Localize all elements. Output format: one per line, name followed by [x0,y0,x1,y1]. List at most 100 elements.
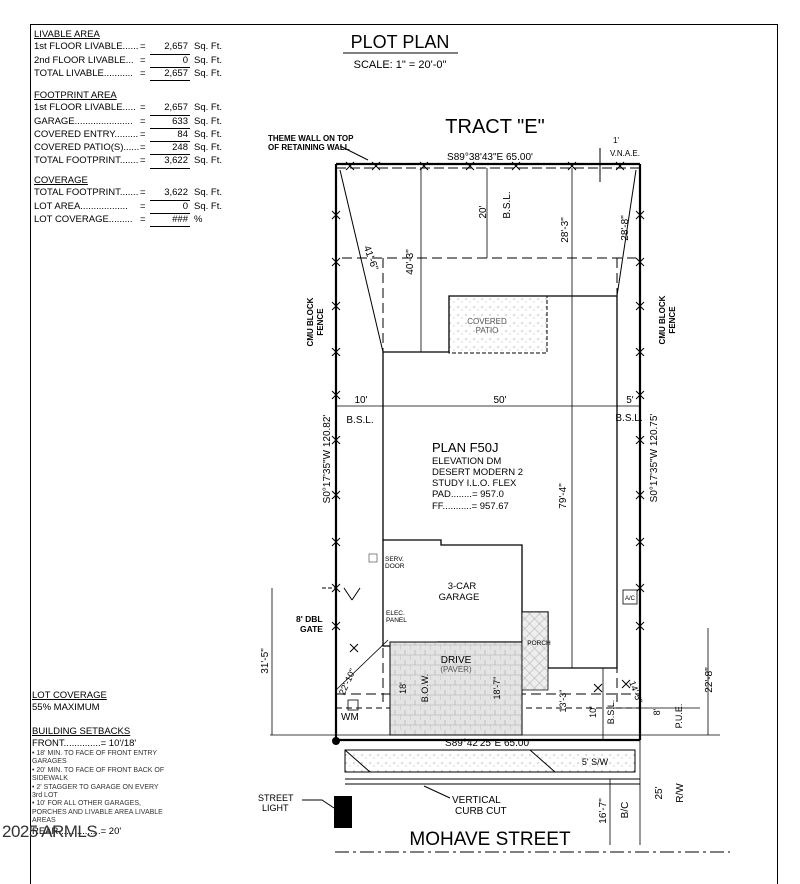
livable-row-label: TOTAL LIVABLE........... [34,67,133,79]
livable-row-label: 1st FLOOR LIVABLE...... [34,41,139,53]
dim-28-3: 28'-3" [560,217,571,243]
cmu-fence-label-east: FENCE [668,306,677,334]
livable-row-value: 2,657 [150,68,190,82]
south-bearing: S89°42'25"E 65.00' [445,738,531,749]
street-light-label: STREET [258,793,294,803]
fence-x-mark [635,537,645,547]
dim-18: 18' [398,682,408,694]
cmu-fence-label-west: CMU BLOCK [306,297,315,346]
street-name: MOHAVE STREET [409,829,571,850]
fence-x-mark [349,643,359,653]
equals-sign: = [140,155,146,167]
dim-40-3: 40'-3" [405,249,416,275]
footprint-area-table: FOOTPRINT AREA 1st FLOOR LIVABLE.....=2,… [34,90,222,169]
coverage-row-label: TOTAL FOOTPRINT....... [34,187,139,199]
bow-label: B.O.W. [420,674,430,703]
fence-x-mark [345,161,355,171]
gate-label: 8' DBL [296,614,323,624]
plan-title: PLOT PLAN [351,32,450,52]
fence-x-mark [635,435,645,445]
dim-31-5: 31'-5" [260,648,271,674]
rear-setback-dim: 20' [478,205,489,218]
dim-79-4: 79'-4" [558,483,569,509]
fence-x-mark [621,679,631,689]
footprint-row-value: 3,622 [150,155,190,169]
equals-sign: = [140,54,146,66]
equals-sign: = [140,115,146,127]
footprint-row-value: 248 [150,142,190,156]
plan-study: STUDY I.L.O. FLEX [432,478,517,489]
footprint-row-unit: Sq. Ft. [194,128,222,140]
equals-sign: = [140,213,146,225]
serv-door-label: DOOR [385,563,405,570]
rw-label: R/W [675,783,686,803]
footprint-row-value: 84 [150,129,190,143]
tract-label: TRACT "E" [445,116,544,138]
west-bearing: S0°17'35"W 120.82' [322,415,333,504]
water-meter-label: WM [341,712,359,723]
coverage-row-value: 3,622 [150,187,190,201]
setbacks-heading: BUILDING SETBACKS [32,726,131,737]
dim-25: 25' [654,786,665,799]
dim-28-8: 28'-8" [620,215,631,241]
setback-note: • 10' FOR ALL OTHER GARAGES, PORCHES AND… [32,800,163,825]
watermark: 2025 ARMLS [2,822,98,841]
footprint-row-label: 1st FLOOR LIVABLE..... [34,102,136,114]
dim-10: 10' [354,395,367,406]
lot-coverage-heading: LOT COVERAGE [32,690,107,701]
fence-x-mark [615,161,625,171]
dim-50: 50' [493,395,506,406]
fence-x-mark [635,301,645,311]
pue-label: P.U.E. [674,704,684,729]
rear-bsl-label: B.S.L. [502,191,513,218]
equals-sign: = [140,200,146,212]
coverage-row-value: ### [150,214,190,228]
equals-sign: = [140,67,146,79]
vnae-dim: 1' [613,136,619,145]
porch-label: PORCH [527,640,551,647]
livable-area-table: LIVABLE AREA 1st FLOOR LIVABLE......=2,6… [34,29,222,82]
footprint-row-value: 2,657 [150,102,190,116]
footprint-row-unit: Sq. Ft. [194,142,222,154]
garage-label: 3-CAR [448,581,477,592]
fence-x-mark [465,161,475,171]
livable-row-value: 0 [150,55,190,68]
footprint-row-label: COVERED PATIO(S)...... [34,142,140,154]
cmu-fence-label-west: FENCE [316,308,325,336]
livable-row-value: 2,657 [150,41,190,55]
footprint-row-label: GARAGE...................... [34,115,133,127]
dim-18-7: 18'-7" [492,677,502,700]
dim-10b: 10' [588,706,598,718]
fence-x-mark [593,683,603,693]
cmu-fence-label-east: CMU BLOCK [658,295,667,344]
equals-sign: = [140,102,146,114]
vnae-label: V.N.A.E. [610,149,640,158]
coverage-row-label: LOT COVERAGE......... [34,213,133,225]
street-light-label: LIGHT [262,803,289,813]
setback-notes: LOT COVERAGE 55% MAXIMUM BUILDING SETBAC… [32,690,167,838]
footprint-row-value: 633 [150,116,190,129]
coverage-row-value: 0 [150,201,190,214]
drive-paver-label: (PAVER) [440,665,472,674]
coverage-row-unit: % [194,213,203,225]
plan-pad: PAD........= 957.0 [432,489,504,500]
north-bearing: S89°38'43"E 65.00' [447,152,533,163]
fence-x-mark [635,347,645,357]
fence-x-mark [511,161,521,171]
footprint-row-label: TOTAL FOOTPRINT....... [34,155,139,167]
plan-style: DESERT MODERN 2 [432,467,523,478]
livable-heading: LIVABLE AREA [34,29,100,40]
dim-22-10: 22'-10" [337,667,358,697]
plan-name: PLAN F50J [432,440,498,455]
fence-x-mark [635,490,645,500]
